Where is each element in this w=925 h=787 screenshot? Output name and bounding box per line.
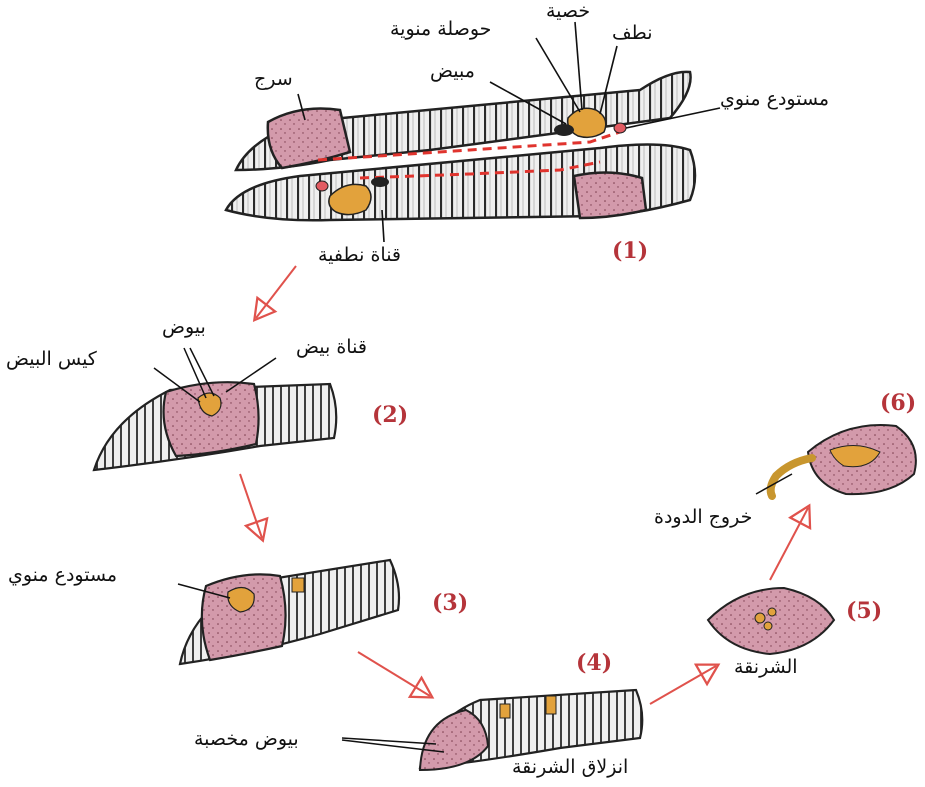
label-spermatheca: مستودع منوي <box>720 90 829 109</box>
cocoon-shape <box>708 588 834 654</box>
emerging-worm <box>771 458 812 496</box>
arrow-3-to-4 <box>358 652 430 696</box>
step-number-5: (5) <box>846 600 882 622</box>
label-spermatheca-stage3: مستودع منوي <box>8 566 117 585</box>
label-sperm-duct: قناة نطفية <box>318 246 401 265</box>
step-number-4: (4) <box>576 652 612 674</box>
step-number-6: (6) <box>880 392 916 414</box>
stage2-worm <box>94 348 336 470</box>
label-ovary: مبيض <box>430 62 475 81</box>
lower-worm-saddle <box>574 172 646 218</box>
label-seminal-vesicle: حوصلة منوية <box>390 20 491 39</box>
label-fertilized-eggs: بيوض مخصبة <box>194 730 299 749</box>
label-cocoon: الشرنقة <box>734 658 798 677</box>
label-oviduct: قناة بيض <box>296 338 367 357</box>
label-worm-exit: خروج الدودة <box>654 508 752 527</box>
step-number-3: (3) <box>432 592 468 614</box>
label-eggs: بيوض <box>162 318 206 337</box>
arrow-2-to-3 <box>240 474 262 538</box>
stage3-worm <box>178 560 399 664</box>
label-egg-sac: كيس البيض <box>6 350 97 369</box>
hatching-cocoon <box>756 425 916 496</box>
arrow-1-to-2 <box>256 266 296 318</box>
step-number-2: (2) <box>372 404 408 426</box>
label-testis: خصية <box>546 2 590 21</box>
label-saddle: سرج <box>254 70 293 89</box>
label-sperm: نطف <box>612 24 653 43</box>
label-cocoon-slide: انزلاق الشرنقة <box>512 758 628 777</box>
arrow-4-to-5 <box>650 666 716 704</box>
flow-arrows <box>240 266 808 704</box>
mating-worms <box>226 22 720 242</box>
arrow-5-to-6 <box>770 508 808 580</box>
step-number-1: (1) <box>612 240 648 262</box>
